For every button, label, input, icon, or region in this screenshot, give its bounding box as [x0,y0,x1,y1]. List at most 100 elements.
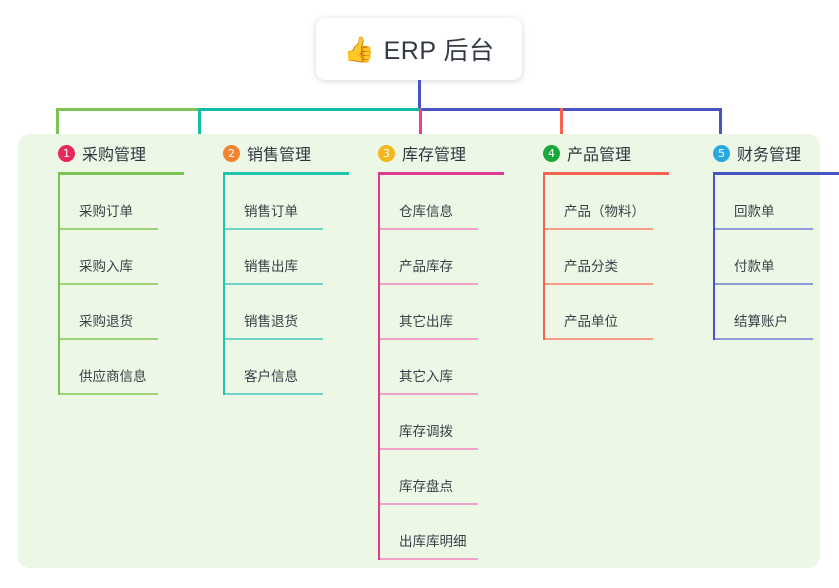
list-item[interactable]: 其它入库 [378,340,478,395]
column-items: 销售订单销售出库销售退货客户信息 [223,175,323,395]
list-item[interactable]: 供应商信息 [58,340,158,395]
list-item-rule [380,503,478,505]
list-item-rule [225,393,323,395]
list-item-label: 采购订单 [79,204,133,219]
column-header-2[interactable]: 2 销售管理 [203,134,363,172]
list-item-label: 销售退货 [244,314,298,329]
list-item[interactable]: 销售订单 [223,175,323,230]
list-item-label: 其它入库 [399,369,453,384]
list-item-rule [715,283,813,285]
list-item-label: 回款单 [734,204,775,219]
list-item[interactable]: 回款单 [713,175,813,230]
column-items: 回款单付款单结算账户 [713,175,813,340]
list-item-rule [380,338,478,340]
column-header-rule [543,172,669,175]
list-item-rule [380,558,478,560]
list-item-label: 库存调拨 [399,424,453,439]
list-item-label: 销售出库 [244,259,298,274]
thumbs-up-icon: 👍 [343,35,375,64]
column-title: 财务管理 [737,147,802,164]
column-header-4[interactable]: 4 产品管理 [523,134,693,172]
column-1: 1 采购管理采购订单采购入库采购退货供应商信息 [38,134,198,395]
list-item[interactable]: 出库库明细 [378,505,478,560]
mindmap-panel: 1 采购管理采购订单采购入库采购退货供应商信息 2 销售管理销售订单销售出库销售退货客… [18,134,839,568]
list-item[interactable]: 产品（物料） [543,175,653,230]
list-item-rule [715,338,813,340]
list-item-rule [715,228,813,230]
column-4: 4 产品管理产品（物料） 产品分类产品单位 [523,134,693,340]
column-header-1[interactable]: 1 采购管理 [38,134,198,172]
list-item-label: 结算账户 [734,314,788,329]
list-item-label: 销售订单 [244,204,298,219]
column-header-rule [378,172,504,175]
list-item-label: 供应商信息 [79,369,147,384]
column-2: 2 销售管理销售订单销售出库销售退货客户信息 [203,134,363,395]
list-item[interactable]: 产品单位 [543,285,653,340]
column-header-3[interactable]: 3 库存管理 [358,134,528,172]
list-item[interactable]: 销售退货 [223,285,323,340]
list-item[interactable]: 销售出库 [223,230,323,285]
column-header-5[interactable]: 5 财务管理 [693,134,839,172]
list-item[interactable]: 采购订单 [58,175,158,230]
list-item[interactable]: 采购入库 [58,230,158,285]
list-item-label: 采购退货 [79,314,133,329]
list-item-label: 采购入库 [79,259,133,274]
list-item-rule [60,338,158,340]
column-title: 采购管理 [82,147,147,164]
bus-indigo [419,108,720,111]
list-item-label: 客户信息 [244,369,298,384]
column-header-rule [58,172,184,175]
list-item-rule [380,393,478,395]
list-item-rule [380,228,478,230]
list-item[interactable]: 库存调拨 [378,395,478,450]
column-title: 产品管理 [567,147,632,164]
list-item-rule [545,338,653,340]
list-item-rule [545,283,653,285]
list-item-rule [380,283,478,285]
list-item-rule [545,228,653,230]
column-5: 5 财务管理回款单付款单结算账户 [693,134,839,340]
list-item[interactable]: 客户信息 [223,340,323,395]
list-item-rule [380,448,478,450]
list-item[interactable]: 库存盘点 [378,450,478,505]
badge-number-icon: 1 [58,144,75,162]
list-item-rule [225,228,323,230]
list-item[interactable]: 仓库信息 [378,175,478,230]
list-item-rule [225,338,323,340]
list-item-rule [60,283,158,285]
list-item[interactable]: 其它出库 [378,285,478,340]
badge-number-icon: 5 [713,144,730,162]
list-item[interactable]: 付款单 [713,230,813,285]
column-items: 产品（物料） 产品分类产品单位 [543,175,653,340]
list-item-label: 出库库明细 [399,534,467,549]
list-item[interactable]: 产品分类 [543,230,653,285]
list-item-label: 产品单位 [564,314,618,329]
list-item-label: 其它出库 [399,314,453,329]
list-item-label: 产品分类 [564,259,618,274]
column-header-rule [713,172,839,175]
bus-teal [198,108,419,111]
root-node-card[interactable]: 👍 ERP 后台 [316,18,522,80]
list-item-label: 库存盘点 [399,479,453,494]
badge-number-icon: 4 [543,144,560,162]
list-item[interactable]: 结算账户 [713,285,813,340]
column-items: 采购订单采购入库采购退货供应商信息 [58,175,158,395]
badge-number-icon: 3 [378,144,395,162]
list-item-rule [60,393,158,395]
column-items: 仓库信息产品库存其它出库其它入库库存调拨库存盘点出库库明细 [378,175,478,560]
list-item[interactable]: 产品库存 [378,230,478,285]
list-item[interactable]: 采购退货 [58,285,158,340]
list-item-rule [225,283,323,285]
list-item-label: 产品库存 [399,259,453,274]
column-title: 库存管理 [402,147,467,164]
list-item-label: 付款单 [734,259,775,274]
list-item-rule [60,228,158,230]
page-title: ERP 后台 [383,37,495,65]
column-title: 销售管理 [247,147,312,164]
root-stem [418,80,421,111]
badge-number-icon: 2 [223,144,240,162]
list-item-label: 仓库信息 [399,204,453,219]
column-3: 3 库存管理仓库信息产品库存其它出库其它入库库存调拨库存盘点出库库明细 [358,134,528,560]
column-header-rule [223,172,349,175]
list-item-label: 产品（物料） [564,204,645,219]
